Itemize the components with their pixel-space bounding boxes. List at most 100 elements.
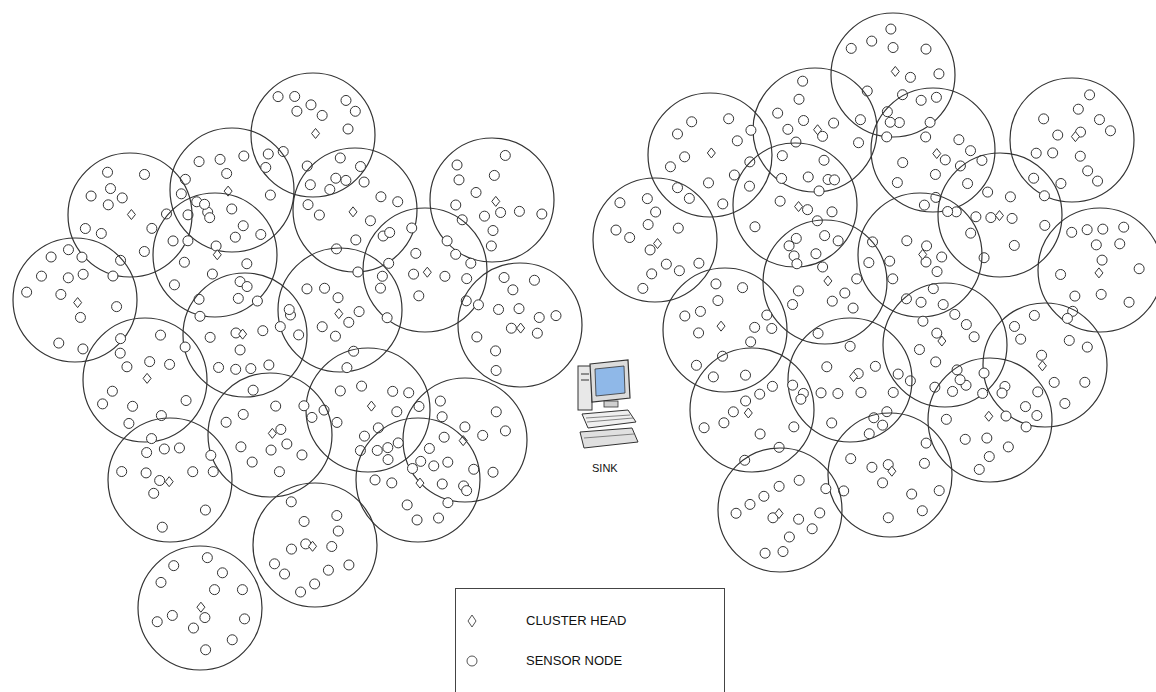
cluster-head [891,66,899,76]
sensor-node [814,186,824,196]
sensor-node [916,95,926,105]
sensor-node [200,613,210,623]
sensor-node [827,207,837,217]
tower-detail [581,374,589,375]
sensor-node [305,180,315,190]
sensor-node [919,200,929,210]
sensor-node [789,422,799,432]
cluster-boundary [593,178,717,302]
cluster-boundary [753,68,877,192]
sensor-node [731,508,741,518]
sensor-node [332,511,342,521]
sensor-node [286,497,296,507]
sensor-node [829,118,839,128]
sensor-node [494,304,504,314]
sensor-node [488,226,498,236]
cluster [153,193,277,317]
sensor-node [791,137,801,147]
sensor-node [934,69,944,79]
sensor-node [217,568,227,578]
cluster-boundary [648,93,772,217]
sensor-node [963,179,973,189]
sensor-node [767,323,777,333]
sensor-node [755,429,765,439]
sensor-node [784,241,794,251]
sensor-node [188,623,198,633]
sensor-node [979,368,989,378]
sensor-node [746,337,756,347]
sensor-node [284,305,294,315]
sensor-node [78,344,88,354]
sensor-node [916,297,926,307]
sensor-node [803,205,813,215]
sensor-node [1062,313,1072,323]
cluster-head [717,321,725,331]
sensor-node [411,248,421,258]
cluster [690,348,814,472]
sensor-node [382,313,392,323]
sensor-node [469,464,479,474]
sensor-node [383,443,393,453]
sensor-node [239,151,249,161]
sensor-node [930,169,940,179]
sensor-node [864,429,874,439]
sensor-node [775,196,785,206]
cluster-boundary [1038,208,1156,332]
sensor-node [794,514,804,524]
cluster-head [423,267,431,277]
sensor-node [1029,173,1039,183]
cluster [208,373,332,497]
sensor-node [750,322,760,332]
sensor-node [124,418,134,428]
sensor-node [971,212,981,222]
sensor-node [414,291,424,301]
cluster-boundary [68,153,192,277]
sensor-node [451,249,461,259]
cluster-head [335,309,343,319]
cluster [68,153,192,277]
cluster-head-symbol [468,615,476,627]
sensor-node [745,181,755,191]
sensor-node [941,414,951,424]
cluster-head [213,250,221,260]
sensor-node [508,285,518,295]
sensor-node [818,262,828,272]
sensor-node [176,189,186,199]
sensor-node [1093,176,1103,186]
sensor-node [1070,291,1080,301]
sensor-node [372,445,382,455]
sensor-node [351,235,361,245]
sensor-node [230,232,240,242]
sensor-node [1016,334,1026,344]
sensor-node [948,386,958,396]
sensor-node [1082,225,1092,235]
sensor-node [1096,289,1106,299]
sensor-node [661,259,671,269]
cluster-head [985,411,993,421]
sensor-node [195,311,205,321]
keyboard [582,410,636,428]
sensor-node [330,331,340,341]
sensor-node [745,499,755,509]
cluster [253,483,377,607]
legend-box: CLUSTER HEADSENSOR NODE [455,588,725,692]
sensor-node [56,289,66,299]
sensor-node [1119,222,1129,232]
sensor-node [680,311,690,321]
computer-base [580,428,638,448]
sensor-node [86,191,96,201]
sensor-node [673,223,683,233]
sensor-node [161,209,171,219]
sensor-node [883,513,893,523]
sensor-node [282,439,292,449]
sensor-node [327,541,337,551]
sensor-node [188,467,198,477]
cluster [983,303,1107,427]
sensor-node [1003,442,1013,452]
sensor-node [807,524,817,534]
sensor-node [1105,126,1115,136]
sensor-node [777,151,787,161]
sensor-node [271,401,281,411]
sensor-node [762,310,772,320]
sensor-node [359,177,369,187]
